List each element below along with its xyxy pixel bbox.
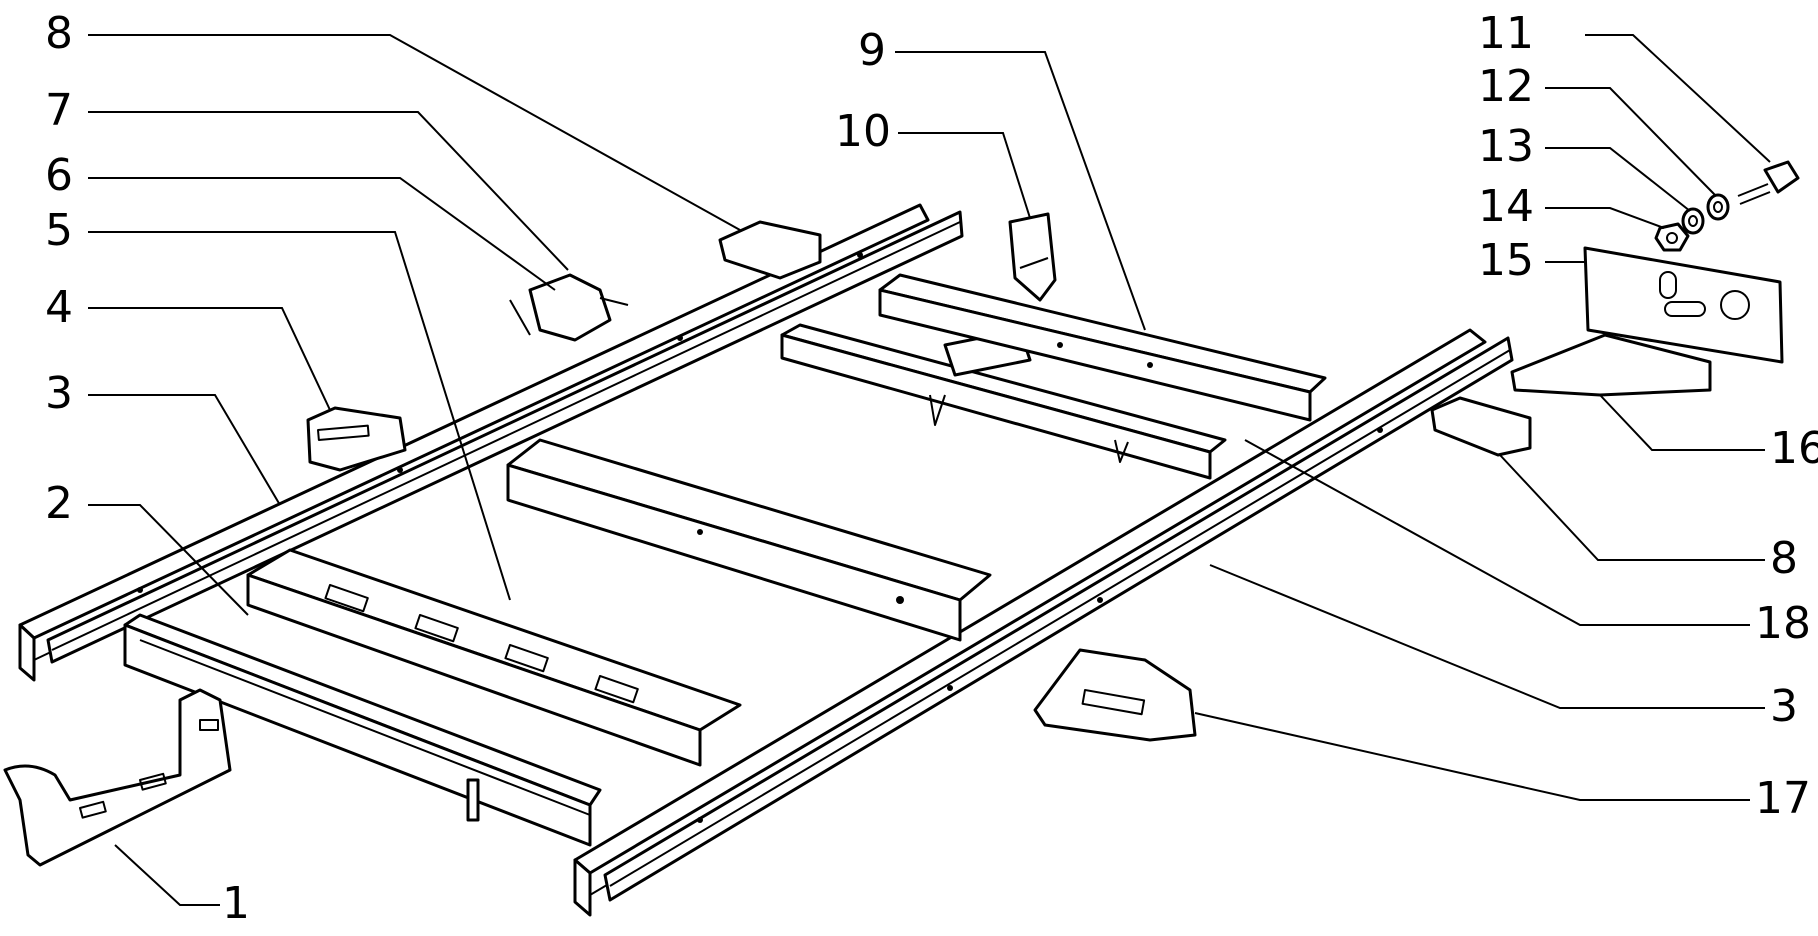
callout-16: 16 [1770, 423, 1818, 474]
part-3-side-rail-far [18, 203, 964, 682]
callout-8-upper: 8 [45, 8, 73, 59]
part-2-front-crossmember [123, 613, 602, 847]
part-12-washer [1706, 193, 1730, 221]
callout-9: 9 [858, 25, 886, 76]
part-17-floor-mount [1033, 648, 1197, 742]
callout-2: 2 [45, 478, 73, 529]
leader-lines [88, 34, 1771, 906]
callout-5: 5 [45, 205, 73, 256]
callout-labels: 8 7 6 5 4 3 2 1 9 10 11 12 13 14 15 16 8… [45, 8, 1818, 929]
callout-3-right: 3 [1770, 681, 1798, 732]
callout-11: 11 [1478, 8, 1534, 59]
part-4-mount-block [306, 406, 407, 472]
callout-8-right: 8 [1770, 533, 1798, 584]
part-1-front-bracket [3, 688, 232, 867]
callout-14: 14 [1478, 181, 1534, 232]
callout-1: 1 [222, 878, 250, 929]
callout-4: 4 [45, 282, 73, 333]
part-5-perforated-crossmember [246, 548, 742, 767]
part-10-vertical-bracket [1008, 212, 1057, 302]
callout-3-left: 3 [45, 368, 73, 419]
callout-6: 6 [45, 150, 73, 201]
callout-7: 7 [45, 85, 73, 136]
part-9-rear-crossmember [878, 273, 1327, 422]
part-15-plate [1583, 246, 1784, 364]
part-11-bolt [1737, 160, 1800, 205]
part-14-nut [1654, 222, 1690, 252]
callout-12: 12 [1478, 61, 1534, 112]
part-8-upper-bracket [718, 220, 822, 280]
part-18-rear-crossmember [780, 323, 1227, 480]
callout-10: 10 [835, 106, 891, 157]
part-8-side-bracket [1430, 396, 1532, 457]
part-13-washer [1681, 207, 1705, 235]
part-3-side-rail-near [573, 328, 1514, 917]
callout-17: 17 [1755, 773, 1811, 824]
callout-18: 18 [1755, 598, 1811, 649]
part-7-stud-mount [509, 273, 629, 342]
part-6-middle-crossmember [506, 438, 992, 642]
callout-15: 15 [1478, 235, 1534, 286]
callout-13: 13 [1478, 121, 1534, 172]
part-16-wedge-bracket [1510, 333, 1712, 397]
